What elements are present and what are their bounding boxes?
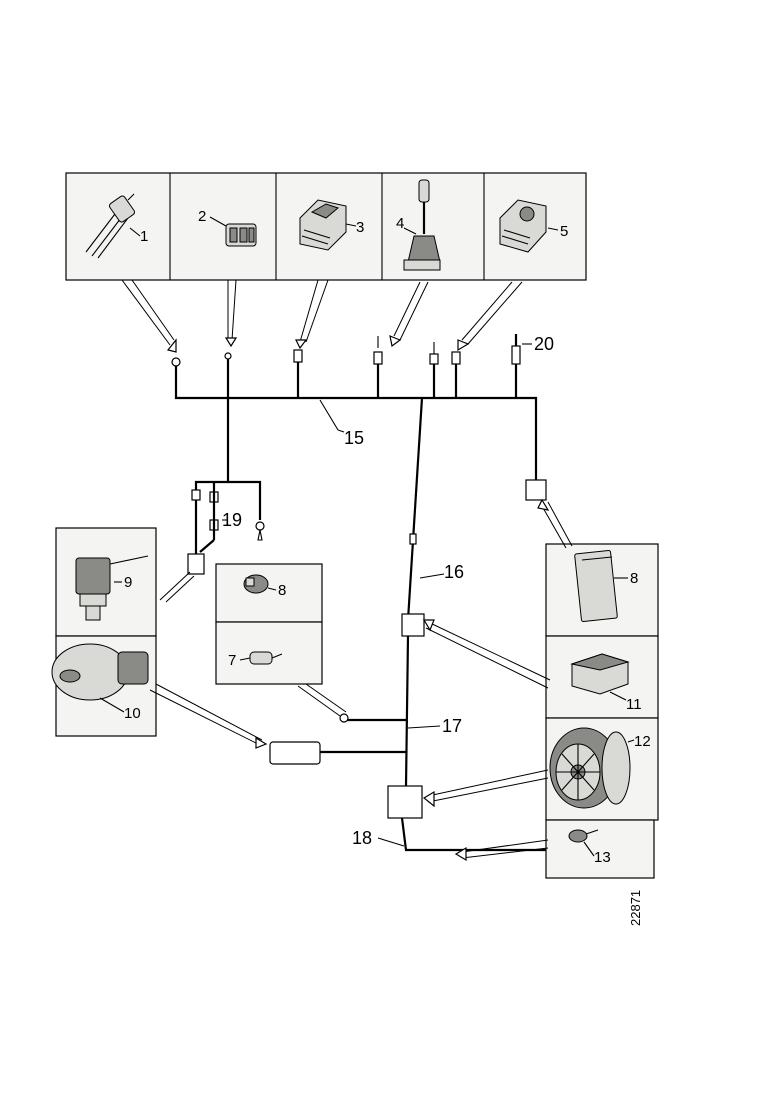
top-pointer-arrows (121, 279, 523, 353)
pointer-13 (461, 839, 549, 859)
component-11-label: 11 (626, 696, 642, 713)
left-component-panel: 9 10 (51, 527, 157, 737)
component-10-connector (269, 741, 321, 765)
component-1-switch: 1 (85, 193, 148, 259)
pointer-11 (425, 621, 551, 689)
component-6-label: 8 (278, 582, 286, 599)
right-branch-connector (525, 479, 547, 501)
harness-19-label: 19 (222, 510, 242, 530)
center-component-panel: 8 7 (215, 563, 323, 685)
component-10-label: 10 (124, 705, 141, 722)
pointer-9 (159, 571, 195, 603)
harness-17-label: 17 (442, 716, 462, 736)
pointer-10 (149, 683, 263, 745)
harness-19: 19 (187, 398, 265, 575)
pointer-7 (297, 683, 347, 717)
component-3-control-unit: 3 (299, 199, 364, 251)
component-5-control-unit: 5 (499, 199, 568, 253)
pointer-12 (427, 769, 549, 803)
component-4-joystick: 4 (396, 179, 441, 271)
harness-18-label: 18 (352, 828, 372, 848)
component-5-label: 5 (560, 223, 568, 240)
component-3-label: 3 (356, 219, 364, 236)
harness-15-label: 15 (344, 428, 364, 448)
component-2-label: 2 (198, 208, 206, 225)
top-component-panel: 1 2 3 4 (65, 172, 587, 281)
component-12-label: 12 (634, 733, 651, 750)
component-4-label: 4 (396, 215, 404, 232)
pointer-right-8 (541, 501, 573, 549)
component-9-label: 9 (124, 574, 132, 591)
reference-number: 22871 (628, 890, 643, 926)
component-7-label: 7 (228, 652, 236, 669)
right-component-panel: 8 11 12 13 (545, 543, 659, 879)
component-1-label: 1 (140, 228, 148, 245)
component-13-label: 13 (594, 849, 611, 866)
component-8-label: 8 (630, 570, 638, 587)
harness-16-label: 16 (444, 562, 464, 582)
harness-16-17-18: 16 17 18 (320, 397, 546, 852)
harness-20-label: 20 (534, 334, 554, 354)
component-2-connector: 2 (198, 208, 257, 247)
harness-15: 15 20 (171, 334, 554, 480)
